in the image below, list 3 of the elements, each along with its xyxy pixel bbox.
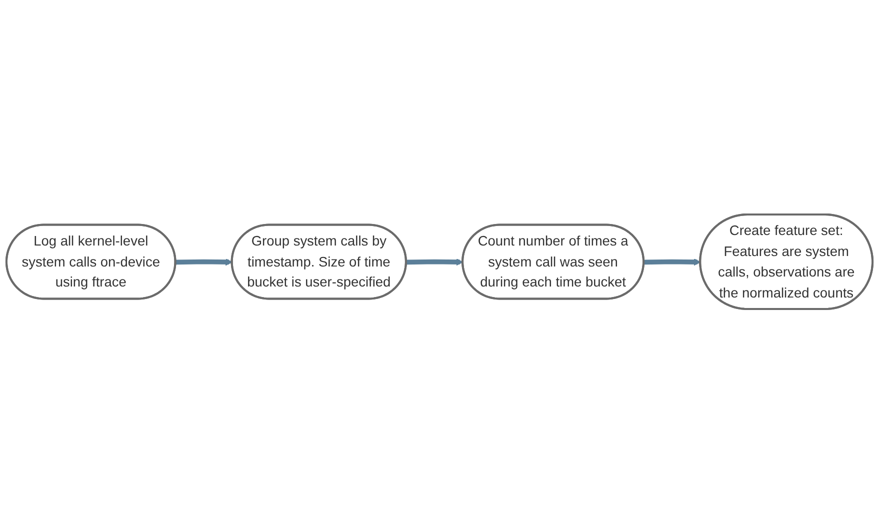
arrow [644, 258, 701, 266]
arrow [176, 258, 233, 266]
arrow [406, 258, 464, 266]
